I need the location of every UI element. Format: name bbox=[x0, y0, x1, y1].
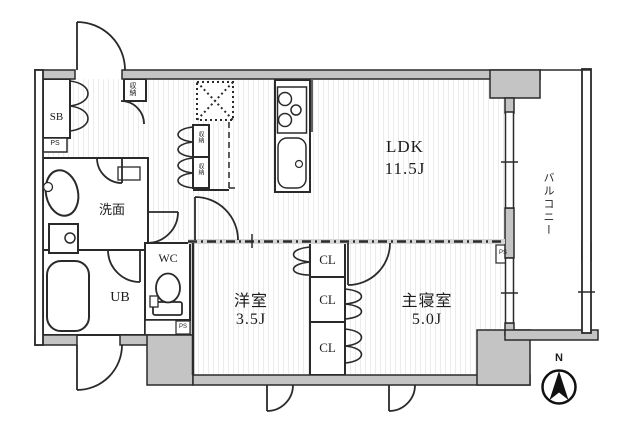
vanity-faucet bbox=[42, 181, 54, 193]
window-bedroom bbox=[504, 257, 515, 324]
toilet-fixture bbox=[149, 272, 183, 316]
burner-1 bbox=[277, 91, 293, 107]
storage-label-hall: 収納 bbox=[129, 82, 137, 96]
shoe-box-label: SB bbox=[49, 111, 64, 123]
toilet-bowl bbox=[155, 272, 181, 304]
compass-north-label: N bbox=[555, 352, 563, 364]
toilet-paper-holder bbox=[149, 295, 159, 308]
compass bbox=[541, 369, 577, 405]
closet-2-folding-doors bbox=[344, 288, 363, 320]
closet-3-folding-doors bbox=[344, 328, 363, 364]
folding-doors bbox=[69, 80, 363, 364]
kitchen-fixtures bbox=[274, 79, 313, 193]
wc-door bbox=[146, 211, 179, 244]
doors bbox=[76, 21, 416, 412]
pipe-space-box-2 bbox=[175, 320, 191, 335]
bath-door bbox=[107, 249, 141, 283]
bedroom-door bbox=[347, 242, 391, 286]
closet-label-1: CL bbox=[319, 252, 336, 267]
outer-door-bath-side bbox=[76, 344, 123, 391]
closet-label-2: CL bbox=[319, 292, 336, 307]
refrigerator-space bbox=[196, 81, 234, 121]
balcony-label: バルコニー bbox=[542, 172, 554, 237]
shoe-box-room bbox=[42, 78, 71, 139]
wall-step-chunk bbox=[146, 334, 194, 386]
compass-needle bbox=[549, 371, 569, 400]
storage-label-closet-1: 収納 bbox=[197, 131, 203, 143]
burner-2 bbox=[290, 104, 302, 116]
closet-column bbox=[309, 242, 346, 376]
outer-window-bedroom bbox=[388, 384, 416, 412]
wall-balcony-bottom bbox=[504, 329, 599, 341]
ldk-size-label: 11.5J bbox=[384, 159, 426, 178]
ldk-label: LDK bbox=[386, 137, 424, 156]
bathroom-fixtures bbox=[42, 166, 141, 332]
wall-left bbox=[34, 69, 44, 346]
western-room-door bbox=[194, 196, 239, 241]
closet-dividers bbox=[310, 276, 345, 323]
storage-label-closet-2: 収納 bbox=[197, 163, 203, 175]
washroom-door bbox=[96, 157, 123, 184]
wc-label: WC bbox=[158, 251, 178, 265]
windows bbox=[504, 111, 515, 324]
washroom-label: 洗面 bbox=[98, 202, 125, 217]
window-ticks bbox=[501, 161, 595, 294]
outer-window-western-room bbox=[266, 384, 294, 412]
western-room-size-label: 3.5J bbox=[235, 311, 267, 328]
master-bedroom-label: 主寝室 bbox=[401, 293, 453, 310]
vanity-sink bbox=[44, 169, 80, 217]
shoe-box-folding-doors bbox=[69, 80, 89, 132]
walls bbox=[34, 69, 599, 386]
western-room-label: 洋室 bbox=[233, 293, 268, 310]
balcony-rail bbox=[581, 68, 592, 334]
washing-machine-drain bbox=[64, 232, 76, 244]
fridge-diag-2 bbox=[196, 81, 234, 121]
burner-3 bbox=[277, 112, 293, 128]
wall-right-seg-a bbox=[504, 97, 515, 114]
washroom-shelf bbox=[117, 166, 141, 181]
white-walls bbox=[34, 68, 592, 346]
entrance-door bbox=[76, 21, 126, 71]
pipe-space-label-2: PS bbox=[178, 324, 187, 330]
hall-closet-folding-doors bbox=[177, 126, 194, 189]
wall-top-right-chunk bbox=[489, 69, 541, 99]
kitchen-dashed-boundary bbox=[228, 122, 236, 189]
wall-top-main bbox=[121, 69, 541, 80]
pipe-space-label-1: PS bbox=[50, 140, 60, 147]
window-ldk bbox=[504, 111, 515, 209]
master-bedroom-size-label: 5.0J bbox=[411, 311, 443, 328]
closet-1-folding-doors bbox=[292, 246, 311, 276]
floor-western-room bbox=[193, 243, 310, 375]
hall-storage-door bbox=[120, 100, 145, 125]
pipe-space-label-3: PS bbox=[498, 250, 507, 256]
sink-faucet bbox=[294, 159, 304, 169]
bathtub bbox=[46, 260, 90, 332]
bath-label: UB bbox=[110, 290, 130, 305]
closet-label-3: CL bbox=[319, 340, 336, 355]
kitchen-sink bbox=[277, 137, 307, 189]
